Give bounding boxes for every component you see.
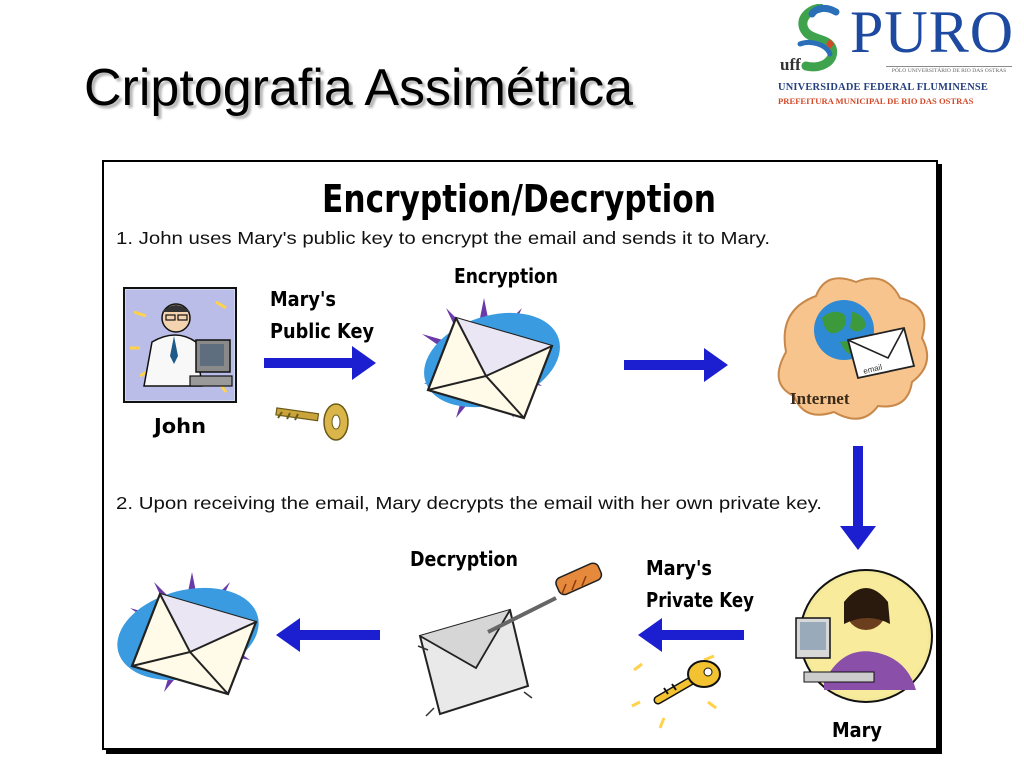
- decrypted-envelope-icon: [117, 572, 259, 696]
- logo-university: UNIVERSIDADE FEDERAL FLUMINENSE: [778, 82, 989, 93]
- step-2-text: 2. Upon receiving the email, Mary decryp…: [116, 493, 822, 513]
- logo-wordmark: PURO: [850, 0, 1015, 65]
- encrypted-envelope-icon: [422, 298, 560, 420]
- private-key-label-line2: Private Key: [646, 588, 754, 612]
- arrow-to-internet: [624, 348, 728, 382]
- public-key-label-line2: Public Key: [270, 319, 374, 343]
- uff-mark-text: uff: [780, 55, 801, 74]
- logo-tagline: PÓLO UNIVERSITÁRIO DE RIO DAS OSTRAS: [886, 66, 1012, 74]
- puro-logo: uff PURO PÓLO UNIVERSITÁRIO DE RIO DAS O…: [776, 0, 1015, 116]
- diagram-canvas: John Mary's Public Key Encryption: [116, 177, 933, 742]
- mary-computer-illustration: [795, 569, 933, 703]
- arrow-to-mary: [840, 446, 876, 550]
- uff-logo-mark: uff: [780, 4, 840, 74]
- encryption-label: Encryption: [454, 264, 558, 288]
- public-key-icon: [275, 403, 349, 441]
- internet-cloud-icon: email: [777, 277, 929, 420]
- mary-label: Mary: [832, 718, 882, 742]
- arrow-to-encryption: [264, 346, 376, 380]
- diagram-frame: John Mary's Public Key Encryption: [102, 160, 938, 750]
- john-computer-illustration: [123, 287, 237, 403]
- diagram-title: Encryption/Decryption: [322, 177, 716, 221]
- arrow-to-decrypted-email: [276, 618, 380, 652]
- john-label: John: [152, 414, 206, 438]
- logo-prefecture: PREFEITURA MUNICIPAL DE RIO DAS OSTRAS: [778, 96, 974, 106]
- decrypting-envelope-icon: [417, 562, 603, 717]
- private-key-label-line1: Mary's: [646, 556, 712, 580]
- arrow-to-decryption: [638, 618, 744, 652]
- private-key-icon: [631, 654, 721, 729]
- decryption-label: Decryption: [410, 547, 518, 571]
- slide-title: Criptografia Assimétrica: [84, 59, 634, 117]
- step-1-text: 1. John uses Mary's public key to encryp…: [116, 228, 770, 248]
- public-key-label-line1: Mary's: [270, 287, 336, 311]
- internet-label: Internet: [790, 389, 850, 408]
